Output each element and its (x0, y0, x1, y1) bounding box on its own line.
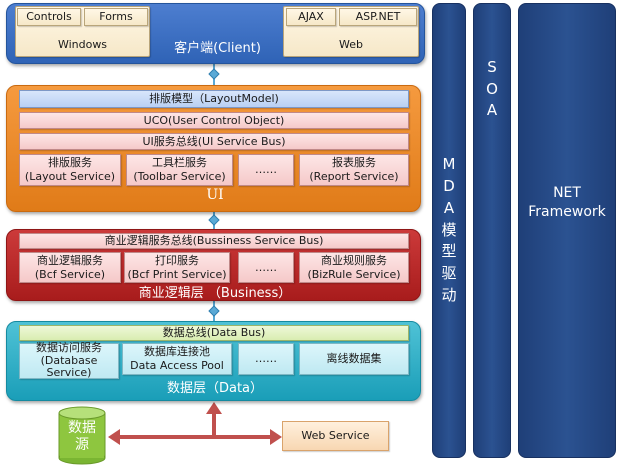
ui-service-bus-bar: UI服务总线(UI Service Bus) (19, 133, 409, 150)
business-more-box: …… (238, 252, 294, 283)
ui-more-box: …… (238, 154, 294, 186)
bottom-arrows (108, 402, 282, 445)
toolbar-service-box: 工具栏服务(Toolbar Service) (126, 154, 233, 186)
forms-box: Forms (84, 8, 148, 26)
web-label: Web (339, 38, 363, 51)
data-bus-bar: 数据总线(Data Bus) (19, 325, 409, 341)
bcf-print-service-box: 打印服务(Bcf Print Service) (124, 252, 230, 283)
aspnet-box: ASP.NET (339, 8, 417, 26)
offline-dataset-box: 离线数据集 (299, 343, 409, 375)
business-layer-label: 商业逻辑层 （Business） (138, 286, 292, 301)
data-more-box: …… (238, 343, 294, 375)
layout-model-bar: 排版模型（LayoutModel) (19, 90, 409, 108)
uco-bar: UCO(User Control Object) (19, 112, 409, 129)
data-layer-label: 数据层（Data） (166, 381, 264, 396)
layer-connector (208, 63, 220, 86)
business-service-bus-bar: 商业逻辑服务总线(Bussiness Service Bus) (19, 233, 409, 249)
ui-layer-label: UI (206, 187, 224, 203)
layer-connector (208, 300, 220, 322)
client-label: 客户端(Client) (174, 41, 261, 56)
data-source-label: 数据源 (68, 420, 96, 453)
database-cylinder-icon (58, 406, 106, 465)
report-service-box: 报表服务(Report Service) (299, 154, 409, 186)
controls-box: Controls (17, 8, 81, 26)
layer-connector (208, 211, 220, 230)
web-service-box: Web Service (282, 421, 389, 451)
ajax-box: AJAX (286, 8, 336, 26)
bcf-service-box: 商业逻辑服务(Bcf Service) (19, 252, 121, 283)
bizrule-service-box: 商业规则服务(BizRule Service) (299, 252, 409, 283)
layout-service-box: 排版服务(Layout Service) (19, 154, 121, 186)
windows-label: Windows (57, 38, 108, 51)
